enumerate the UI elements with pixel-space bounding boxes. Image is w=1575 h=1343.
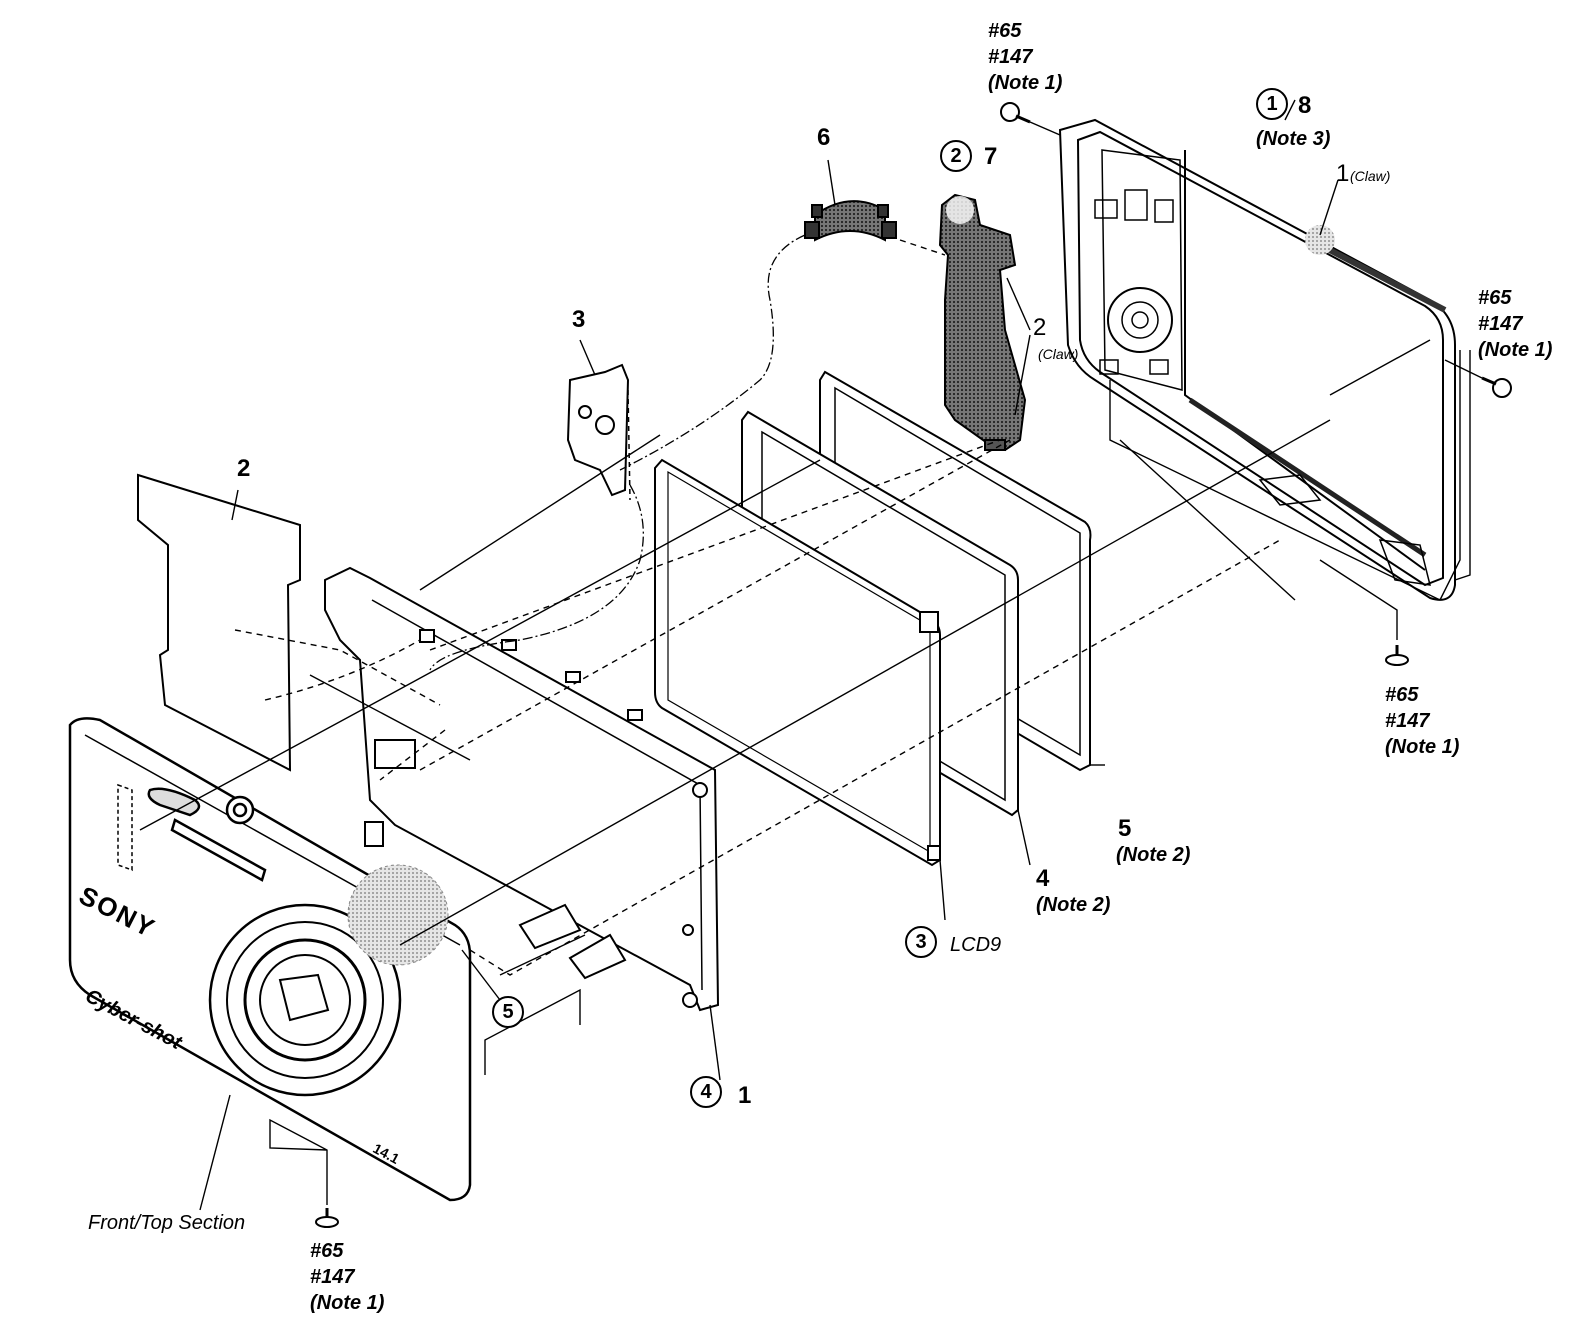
part-number-3: 3 [572,306,586,333]
part-8-note: (Note 3) [1256,128,1331,150]
circled-number-2: 2 [940,140,972,172]
part-number-8: 8 [1298,92,1312,119]
screw-icon [315,102,1512,1228]
front-top-section [68,717,472,1202]
screw-callout-top: #65 #147 (Note 1) [988,18,1062,96]
part-6 [804,200,897,242]
lcd-label: LCD9 [950,934,1002,956]
plate-part-3 [566,363,631,501]
circled-number-1: 1 [1256,88,1288,120]
screw-callout-line: #65 [1385,684,1419,706]
screw-callout-lower-right: #65 #147 (Note 1) [1385,682,1459,760]
part-4-note: (Note 2) [1036,894,1111,916]
front-top-section-label: Front/Top Section [88,1212,246,1234]
part-number-1: 1 [738,1082,752,1109]
rear-cabinet-part [1058,118,1456,601]
part-5-note: (Note 2) [1116,844,1191,866]
dashed-lines [234,239,1281,976]
screw-callout-line: #65 [988,20,1022,42]
circled-number-3: 3 [905,926,937,958]
screw-callout-line: (Note 1) [1385,736,1460,758]
screw-callout-line: (Note 1) [1478,339,1553,361]
screw-callout-bottom: #65 #147 (Note 1) [310,1238,384,1316]
screw-callout-line: (Note 1) [988,72,1063,94]
part-number-4: 4 [1036,865,1050,892]
part-number-6: 6 [817,124,831,151]
claw-leader-lines [1006,179,1339,416]
claw-2-text: (Claw) [1038,346,1079,362]
claw-1-number: 1 [1336,160,1350,187]
claw-2-number: 2 [1033,314,1047,341]
claw-1-text: (Claw) [1350,168,1391,184]
circled-number-5: 5 [492,996,524,1028]
assembly-lines [139,121,1483,1205]
sheet-part-2 [137,473,301,772]
part-leader-lines [199,99,1296,1211]
screw-callout-line: #147 [1478,313,1523,335]
screw-callout-line: (Note 1) [310,1292,385,1314]
part-number-2: 2 [237,455,251,482]
screw-callout-line: #147 [1385,710,1430,732]
screw-callout-line: #147 [988,46,1033,68]
screw-callout-line: #65 [1478,287,1512,309]
screw-callout-right: #65 #147 (Note 1) [1478,285,1552,363]
part-number-7: 7 [984,143,998,170]
bracket-part-7 [938,193,1027,452]
part-number-5: 5 [1118,815,1132,842]
screw-callout-line: #147 [310,1266,355,1288]
flex-cable-line [429,234,806,671]
screw-callout-line: #65 [310,1240,344,1262]
chassis-part-1 [324,566,720,1012]
circled-number-4: 4 [690,1076,722,1108]
